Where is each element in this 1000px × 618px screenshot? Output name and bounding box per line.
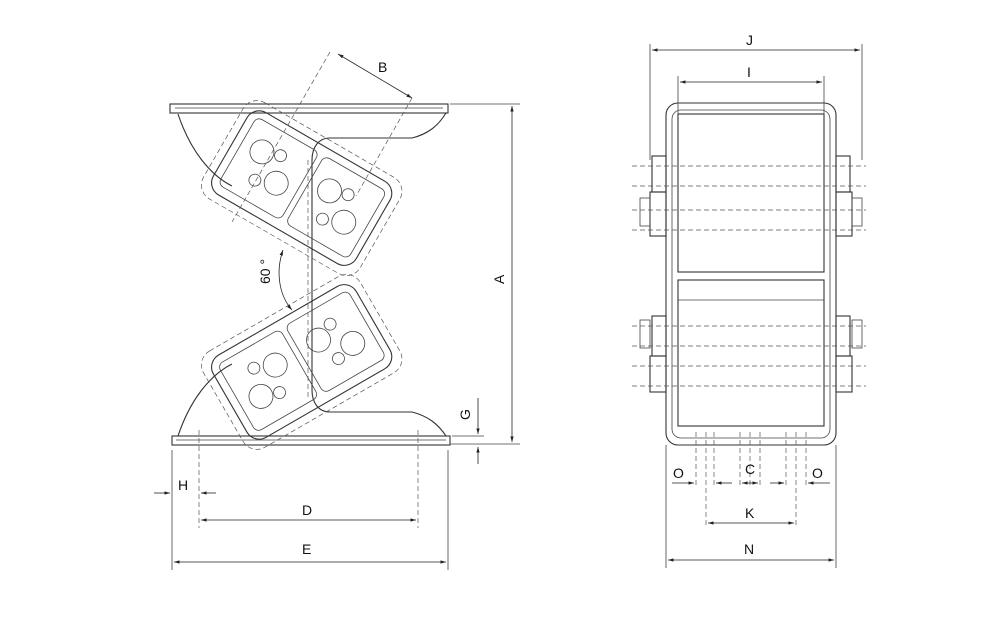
label-n: N	[744, 541, 754, 557]
bolt-head-icon	[331, 209, 357, 235]
label-j: J	[746, 32, 753, 48]
bottom-plate	[171, 435, 451, 446]
frame-outline	[177, 112, 447, 437]
label-a: A	[491, 274, 507, 284]
bolt-head-icon	[317, 178, 342, 204]
bolt-head-icon	[248, 383, 274, 409]
label-d: D	[302, 502, 312, 518]
bolt-head-icon	[249, 139, 275, 165]
left-bolts	[639, 155, 667, 393]
top-plate	[169, 103, 449, 114]
label-o-left: O	[673, 465, 684, 481]
upper-clamp	[201, 100, 403, 276]
housing-outer	[665, 102, 837, 446]
dimension-b	[337, 53, 413, 99]
angle-arc	[278, 249, 293, 311]
lower-clamp	[201, 274, 403, 450]
label-b: B	[378, 59, 387, 75]
label-o-right: O	[812, 465, 823, 481]
upper-pad	[677, 113, 825, 273]
label-h: H	[178, 477, 188, 493]
bolt-head-icon	[262, 352, 288, 378]
lower-pad	[677, 279, 825, 427]
label-c: C	[745, 461, 755, 477]
bolt-head-icon	[263, 170, 289, 196]
label-g: G	[457, 409, 473, 420]
label-k: K	[745, 505, 755, 521]
side-view: B A G 60 ° H D E	[154, 51, 520, 570]
label-e: E	[302, 541, 311, 557]
bolt-head-icon	[340, 330, 366, 356]
front-view: J I O C O K N	[632, 32, 866, 568]
right-bolts	[835, 155, 863, 393]
label-i: I	[747, 64, 751, 80]
bolt-head-icon	[306, 327, 331, 353]
label-angle: 60 °	[257, 259, 273, 284]
